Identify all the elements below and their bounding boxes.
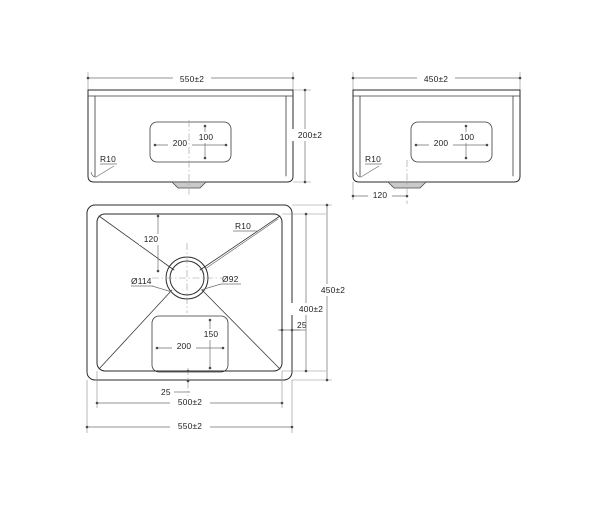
plan-drain-offset-label: 120 xyxy=(144,234,159,244)
plan-dia-outer-text: Ø114 xyxy=(131,276,152,286)
front-waste-height-label: 100 xyxy=(199,132,214,142)
plan-dia-inner-callout: Ø92 xyxy=(200,274,241,291)
plan-outer-depth-label: 450±2 xyxy=(321,285,345,295)
side-radius-callout: R10 xyxy=(355,154,382,178)
side-waste-height-label: 100 xyxy=(460,132,475,142)
plan-width-dimensions: 500±2 550±2 xyxy=(85,371,294,433)
side-waste-rect: 200 100 xyxy=(410,121,493,163)
plan-rim-bottom-dimension: 25 xyxy=(161,368,190,398)
side-elevation-view: 450±2 R10 200 1 xyxy=(351,71,522,204)
side-waste-width-label: 200 xyxy=(434,138,449,148)
front-elevation-view: 550±2 R10 200 xyxy=(86,71,329,196)
side-width-dimension: 450±2 xyxy=(351,71,522,96)
plan-drain-offset-dimension: 120 xyxy=(139,214,163,273)
side-radius-label: R10 xyxy=(365,154,381,164)
plan-rim-bottom-label: 25 xyxy=(161,387,171,397)
plan-radius-callout: R10 xyxy=(204,218,279,270)
front-width-dimension: 550±2 xyxy=(86,71,295,96)
plan-rim-right-dimension: 25 xyxy=(278,320,307,332)
plan-inner-depth-label: 400±2 xyxy=(299,304,323,314)
front-width-label: 550±2 xyxy=(180,74,204,84)
front-height-label: 200±2 xyxy=(298,130,322,140)
front-radius-callout: R10 xyxy=(90,154,117,178)
plan-dia-inner-text: Ø92 xyxy=(222,274,239,284)
plan-outer-rim xyxy=(86,204,293,381)
plan-radius-label: R10 xyxy=(235,221,251,231)
side-drain-bump xyxy=(387,160,427,204)
plan-waste-rect: 200 150 xyxy=(151,315,229,373)
front-waste-rect: 200 100 xyxy=(149,121,232,163)
front-drain-bump xyxy=(171,120,207,196)
side-offset-label: 120 xyxy=(373,190,388,200)
side-width-label: 450±2 xyxy=(424,74,448,84)
front-radius-label: R10 xyxy=(100,154,116,164)
plan-slope-lines xyxy=(98,215,281,370)
plan-rim-right-label: 25 xyxy=(297,320,307,330)
plan-inner-width-label: 500±2 xyxy=(178,397,202,407)
plan-view: 120 R10 Ø92 Ø114 Ø92 2 xyxy=(85,203,353,433)
plan-drain xyxy=(152,243,222,313)
front-waste-width-label: 200 xyxy=(173,138,188,148)
plan-inner-bowl xyxy=(96,213,283,372)
front-height-dimension: 200±2 xyxy=(291,88,329,184)
side-offset-dimension: 120 xyxy=(351,182,409,201)
plan-dia-outer-callout: Ø92 Ø114 xyxy=(131,276,173,293)
plan-waste-width-label: 200 xyxy=(177,341,192,351)
plan-waste-height-label: 150 xyxy=(204,329,219,339)
side-sink-body xyxy=(352,89,521,183)
front-sink-body xyxy=(87,89,294,183)
plan-outer-width-label: 550±2 xyxy=(178,421,202,431)
plan-depth-dimensions: 400±2 450±2 xyxy=(282,203,353,382)
